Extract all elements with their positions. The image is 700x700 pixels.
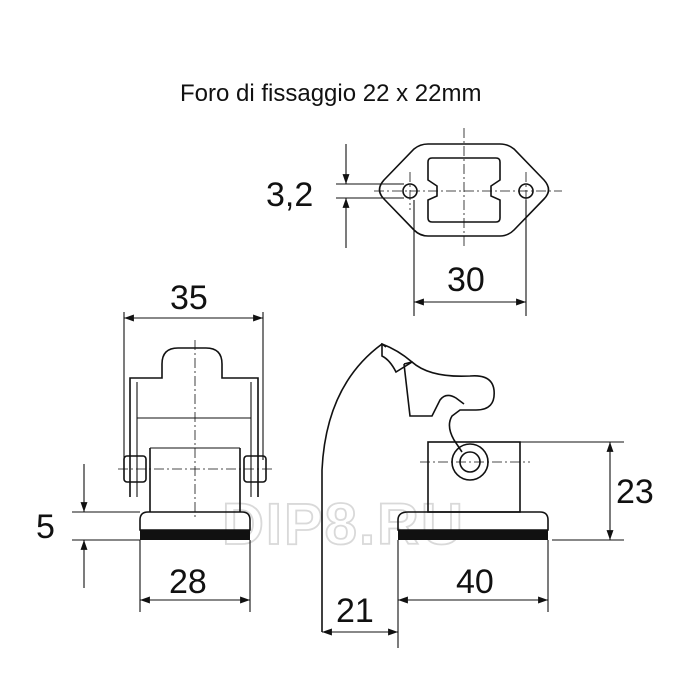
dimension-35: 35 [123,279,264,460]
dim-label-40: 40 [456,563,494,601]
pivot-pin [451,443,489,481]
drawing-title: Foro di fissaggio 22 x 22mm [180,80,481,107]
dimension-23: 23 [520,441,654,541]
dim-label-3-2: 3,2 [266,176,313,214]
dim-label-28: 28 [169,563,207,601]
dimension-5: 5 [36,464,140,588]
dim-label-35: 35 [170,279,208,317]
dimension-30: 30 [413,200,527,316]
dim-label-21: 21 [336,592,374,630]
dimension-21: 21 [322,592,398,636]
housing-front-view [118,340,272,540]
gasket-front [140,530,250,540]
dim-label-5: 5 [36,508,55,546]
flange-top-view [374,128,562,248]
housing-side-view [321,342,549,632]
dimension-28: 28 [139,540,251,612]
dim-label-23: 23 [616,473,654,511]
watermark: DIP8.RU [222,492,465,557]
dim-label-30: 30 [447,261,485,299]
dimension-hole-3-2: 3,2 [266,144,404,248]
dimension-40: 40 [397,540,549,648]
gasket-side [398,530,548,540]
